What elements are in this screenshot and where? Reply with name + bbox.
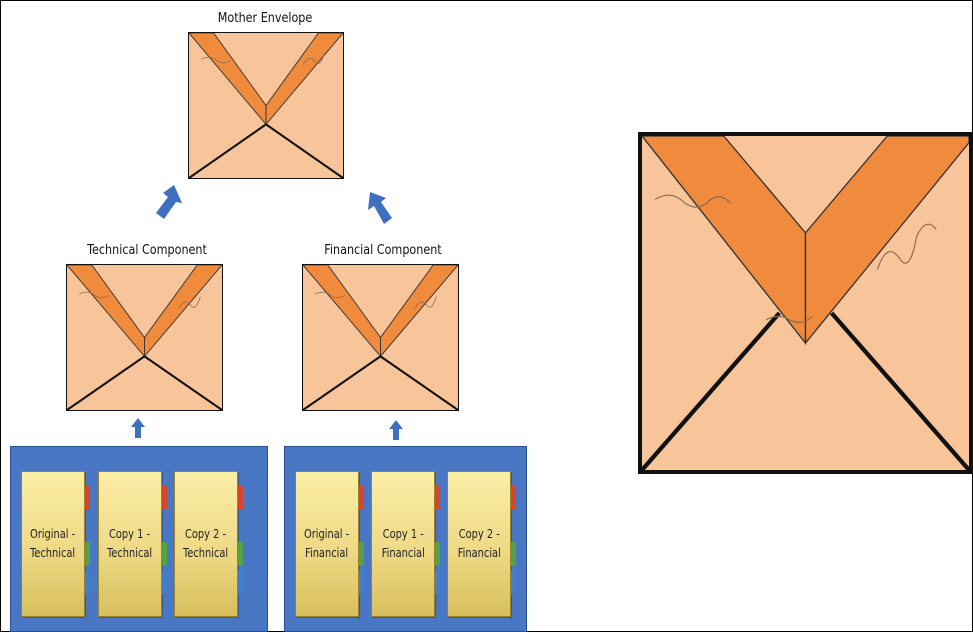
arrow-up-icon bbox=[368, 192, 392, 224]
folder-label: Copy 2 - Technical bbox=[183, 527, 229, 560]
large-envelope-icon bbox=[638, 132, 973, 474]
financial-documents-panel: Original - Financial Copy 1 - Financial … bbox=[284, 446, 527, 632]
arrow-up-icon bbox=[131, 418, 145, 438]
envelope-flap-graphic bbox=[67, 265, 222, 410]
envelope-flap-graphic bbox=[303, 265, 458, 410]
envelope-flap-graphic bbox=[189, 33, 343, 178]
arrow-up-icon bbox=[156, 185, 182, 219]
folder-icon: Original - Technical bbox=[21, 471, 90, 617]
folder-label: Copy 2 - Financial bbox=[457, 527, 501, 560]
technical-documents-panel: Original - Technical Copy 1 - Technical … bbox=[10, 446, 268, 632]
folder-label: Copy 1 - Technical bbox=[107, 527, 153, 560]
folder-icon: Copy 1 - Technical bbox=[98, 471, 167, 617]
financial-component-label: Financial Component bbox=[324, 243, 442, 258]
technical-envelope-icon bbox=[66, 264, 223, 411]
folder-label: Copy 1 - Financial bbox=[381, 527, 425, 560]
folder-label: Original - Technical bbox=[30, 527, 76, 560]
folder-icon: Original - Financial bbox=[295, 471, 364, 617]
folder-icon: Copy 1 - Financial bbox=[371, 471, 440, 617]
mother-envelope-icon bbox=[188, 32, 344, 179]
mother-envelope-label: Mother Envelope bbox=[217, 11, 313, 26]
folder-icon: Copy 2 - Technical bbox=[174, 471, 243, 617]
arrow-up-icon bbox=[389, 420, 403, 440]
envelope-flap-graphic bbox=[642, 136, 969, 470]
financial-envelope-icon bbox=[302, 264, 459, 411]
folder-label: Original - Financial bbox=[304, 527, 350, 560]
folder-icon: Copy 2 - Financial bbox=[447, 471, 516, 617]
technical-component-label: Technical Component bbox=[87, 243, 207, 258]
